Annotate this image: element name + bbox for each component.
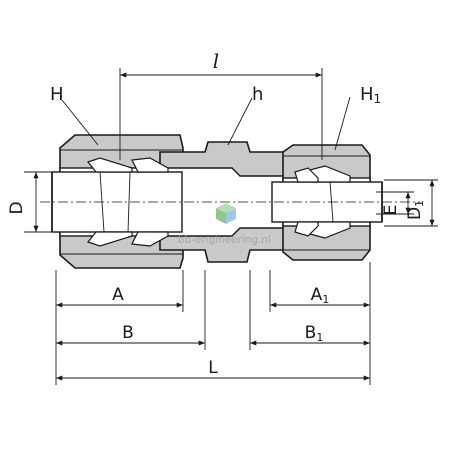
label-l: l [213, 49, 219, 73]
right-tube [271, 181, 383, 223]
left-ferrules [86, 157, 169, 247]
dim-e [376, 191, 414, 215]
dim-d1 [384, 179, 438, 227]
leader-lines [61, 96, 351, 151]
label-b: B [122, 323, 134, 343]
label-a: A [112, 285, 124, 305]
label-l-total: L [208, 358, 218, 378]
dim-d [24, 171, 56, 233]
label-h-body: h [252, 84, 263, 105]
label-h-left-nut: H [50, 84, 64, 105]
label-b1: B1 [305, 323, 324, 344]
label-e: E [381, 205, 401, 216]
cube-logo-icon [216, 203, 236, 224]
label-a1: A1 [311, 285, 330, 306]
watermark-text: bb-engineering.nl [178, 234, 271, 246]
label-d: D [7, 201, 27, 214]
label-h1-right-nut: H1 [360, 84, 381, 106]
label-d1: D1 [405, 200, 426, 220]
right-ferrules [294, 165, 351, 239]
dim-l [119, 68, 323, 160]
